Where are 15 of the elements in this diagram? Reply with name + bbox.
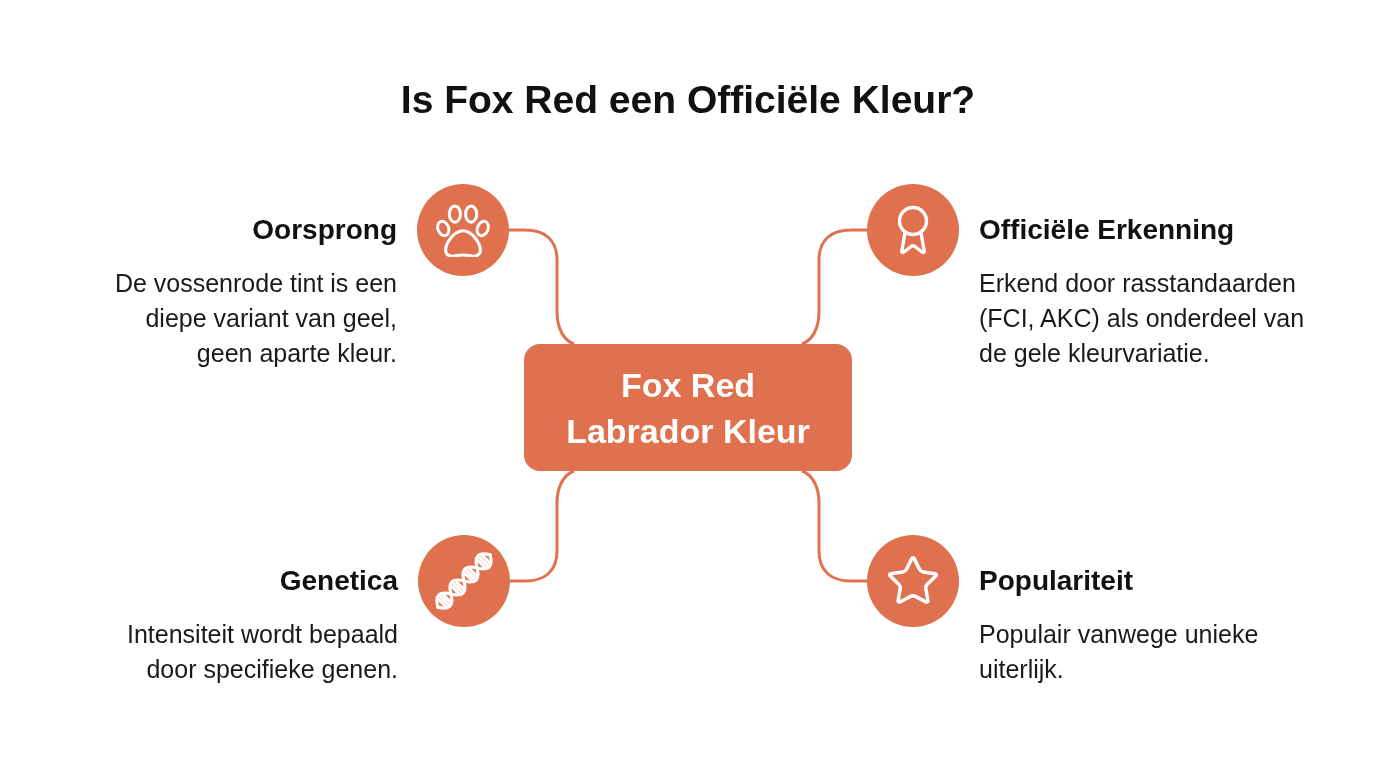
connector-line: [510, 469, 575, 583]
topic-heading: Officiële Erkenning: [979, 213, 1236, 247]
central-topic-box: [524, 344, 852, 471]
topic-heading: Genetica: [278, 564, 398, 598]
topic-heading: Oorsprong: [251, 213, 397, 247]
connector-line: [801, 228, 867, 346]
connector-line: [509, 228, 575, 346]
topic-description: Populair vanwege unieke uiterlijk.: [979, 619, 1260, 685]
central-topic-title: Fox Red Labrador Kleur: [565, 364, 811, 452]
topic-heading: Populariteit: [979, 564, 1134, 598]
diagram-title: Is Fox Red een Officiële Kleur?: [400, 77, 976, 123]
topic-description: Erkend door rasstandaarden (FCI, AKC) als onderdeel van de gele kleurvariatie.: [979, 268, 1306, 369]
topic-description: De vossenrode tint is een diepe variant van geel, geen aparte kleur.: [113, 268, 397, 369]
connector-line: [801, 469, 867, 583]
topic-description: Intensiteit wordt bepaald door specifieke genen.: [126, 619, 398, 685]
